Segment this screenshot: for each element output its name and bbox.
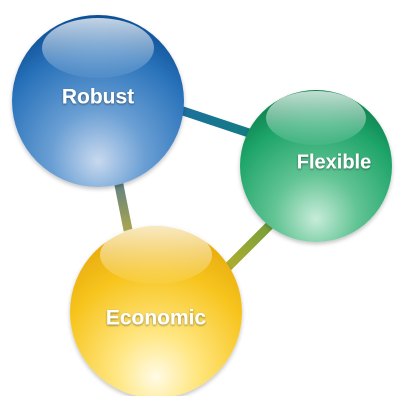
flexible-label: Flexible: [297, 151, 371, 173]
node-robust: Robust: [12, 15, 184, 187]
robust-highlight: [42, 18, 154, 78]
node-economic: Economic: [70, 226, 242, 396]
robust-label: Robust: [62, 86, 134, 109]
economic-highlight: [100, 226, 212, 284]
flexible-highlight: [266, 91, 366, 145]
node-flexible: Flexible: [240, 90, 392, 242]
economic-label: Economic: [106, 307, 207, 330]
